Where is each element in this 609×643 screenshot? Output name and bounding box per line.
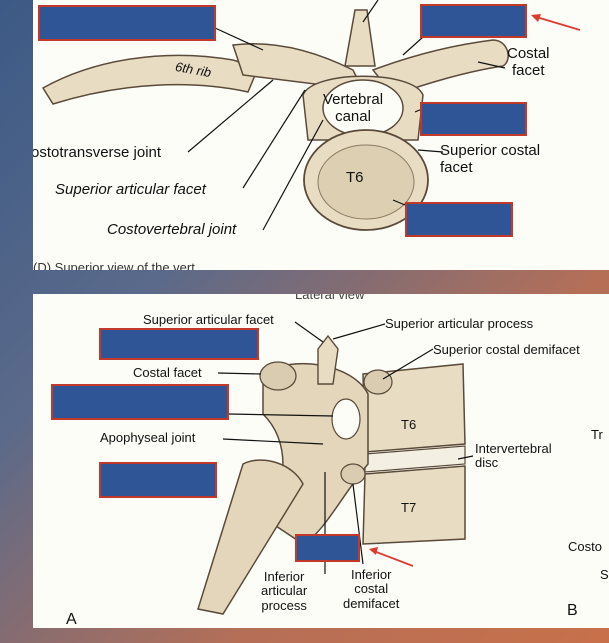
answer-mask-1[interactable]: [38, 5, 216, 41]
inferior-demifacet-shape: [340, 463, 366, 485]
intervertebral-disc-label: Intervertebral disc: [475, 441, 552, 471]
superior-costal-demifacet-label: Superior costal demifacet: [433, 342, 580, 357]
lateral-view-drawing: [197, 321, 474, 615]
answer-mask-7[interactable]: [99, 462, 217, 498]
t7-lateral-label: T7: [401, 500, 417, 515]
answer-mask-3[interactable]: [420, 102, 527, 136]
bottom-red-arrow-head: [369, 547, 378, 555]
superior-articular-process-label: Superior articular process: [385, 316, 534, 331]
lateral-view-header: Lateral view: [295, 294, 365, 302]
costal-facet-shape: [259, 361, 297, 391]
figure-letter-b: B: [567, 602, 578, 619]
answer-mask-8[interactable]: [295, 534, 360, 562]
inferior-articular-process-label: Inferior articular process: [261, 569, 308, 613]
edge-text-tr: Tr: [591, 427, 603, 442]
top-red-arrow-line: [532, 15, 581, 31]
edge-text-costo: Costo: [568, 539, 602, 554]
superior-demifacet-shape: [363, 369, 393, 395]
vertebral-body-inner: [317, 144, 415, 220]
inferior-costal-demifacet-label: Inferior costal demifacet: [343, 567, 400, 611]
figure-letter-a: A: [66, 611, 77, 628]
superior-articular-facet-label: Superior articular facet: [55, 181, 206, 198]
bottom-superior-articular-facet-label: Superior articular facet: [143, 312, 274, 327]
superior-costal-facet-label: Superior costal facet: [440, 142, 541, 176]
t6-lateral-label: T6: [401, 417, 417, 432]
answer-mask-4[interactable]: [405, 202, 513, 237]
spinous-process: [344, 9, 376, 67]
intervertebral-foramen: [331, 398, 361, 440]
costovertebral-joint-label: Costovertebral joint: [107, 221, 237, 238]
right-transverse-process: [371, 39, 509, 96]
vertebral-canal-label: Vertebral canal: [323, 91, 384, 125]
bottom-red-arrow-line: [370, 549, 414, 567]
answer-mask-5[interactable]: [99, 328, 259, 360]
lateral-view-panel: Lateral view Superior articular facet Su…: [33, 294, 609, 628]
spinous-process-lateral: [197, 459, 304, 615]
superior-view-panel: 6th rib Costal facet Vertebral canal ost…: [33, 0, 609, 270]
rib-shape: [41, 54, 260, 105]
answer-mask-2[interactable]: [420, 4, 527, 38]
answer-mask-6[interactable]: [51, 384, 229, 420]
top-red-arrow-head: [531, 14, 541, 22]
apophyseal-joint-label: Apophyseal joint: [100, 430, 196, 445]
t6-top-label: T6: [346, 169, 364, 186]
t7-body: [362, 465, 466, 545]
superior-articular-process-shape: [317, 334, 339, 385]
edge-text-s: S: [600, 567, 609, 582]
costotransverse-joint-label: ostotransverse joint: [33, 144, 162, 161]
costal-facet-label: Costal facet: [507, 45, 550, 79]
cut-caption: (D) Superior view of the vert: [33, 260, 195, 270]
bottom-costal-facet-label: Costal facet: [133, 365, 202, 380]
